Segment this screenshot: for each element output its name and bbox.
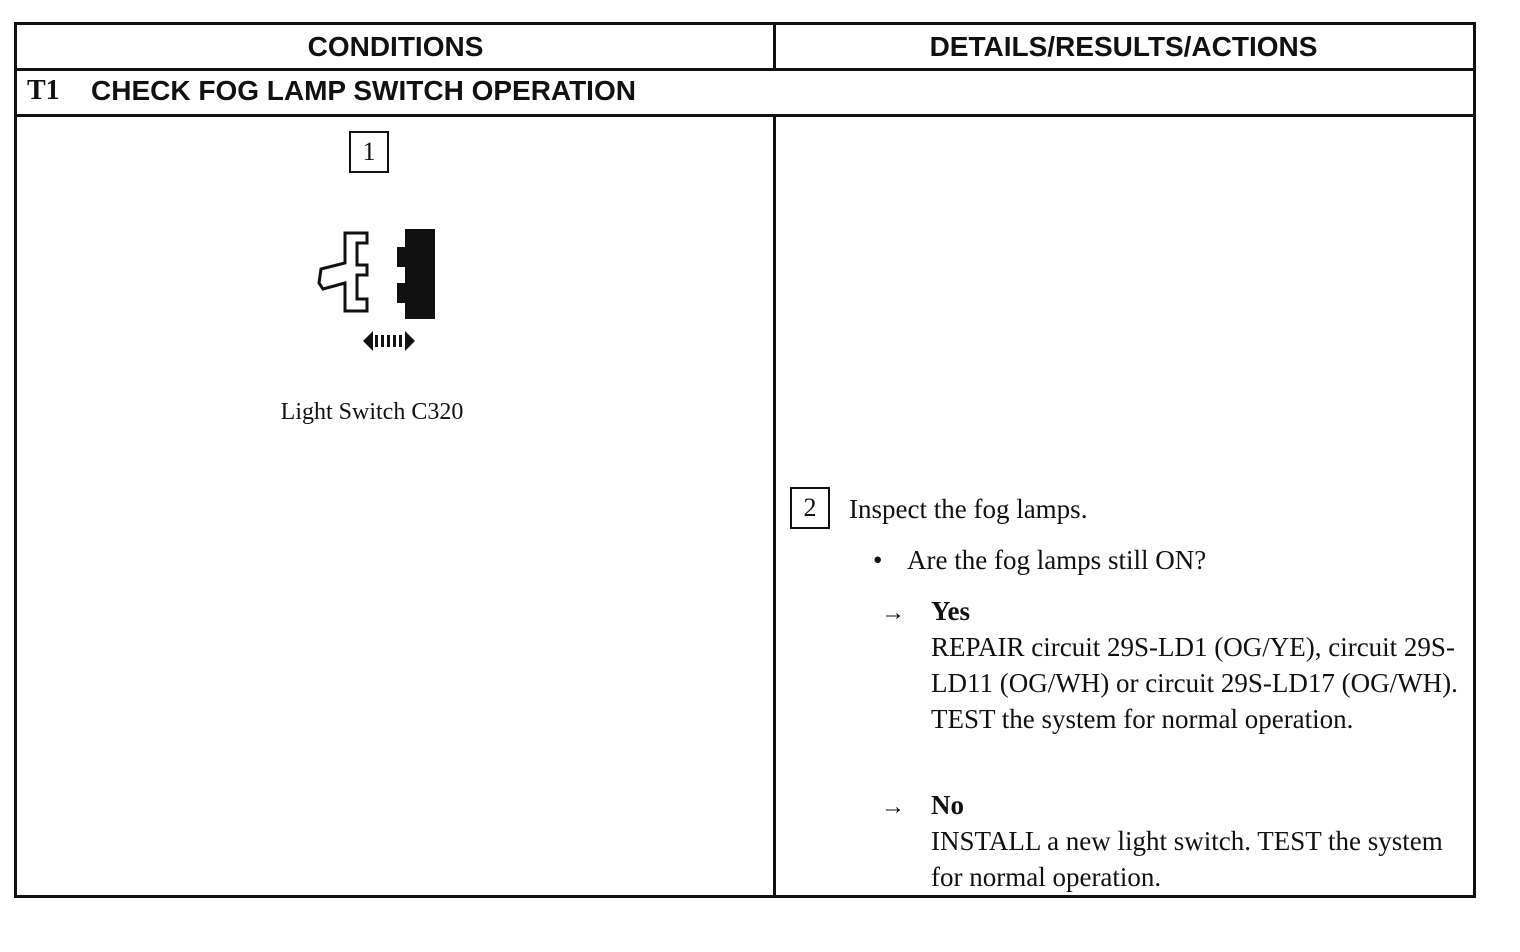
step2-question: Are the fog lamps still ON? [907,545,1207,575]
diagram-caption: Light Switch C320 [280,399,464,425]
column-divider-body [773,117,776,898]
step-number-1: 1 [349,131,389,173]
conditions-header: CONDITIONS [307,31,484,62]
arrow-right-icon: → [881,600,905,626]
no-label: No [931,790,964,820]
yes-action-text: REPAIR circuit 29S-LD1 (OG/YE), circuit … [931,632,1458,734]
table-header: CONDITIONS DETAILS/RESULTS/ACTIONS [17,25,1473,71]
diagnostic-table: CONDITIONS DETAILS/RESULTS/ACTIONS T1 CH… [14,22,1476,898]
test-id: T1 [27,75,60,106]
bullet-icon: • [873,545,883,575]
no-action-text: INSTALL a new light switch. TEST the sys… [931,826,1443,892]
yes-label: Yes [931,596,970,626]
arrow-right-icon: → [881,794,905,820]
column-divider-top [773,25,776,71]
test-title-row: T1 CHECK FOG LAMP SWITCH OPERATION [17,71,1473,117]
test-title: CHECK FOG LAMP SWITCH OPERATION [91,75,636,106]
step2-instruction: Inspect the fog lamps. [849,494,1088,524]
details-header: DETAILS/RESULTS/ACTIONS [929,31,1318,62]
step-number-2: 2 [790,487,830,529]
connector-disconnect-icon [317,229,435,351]
